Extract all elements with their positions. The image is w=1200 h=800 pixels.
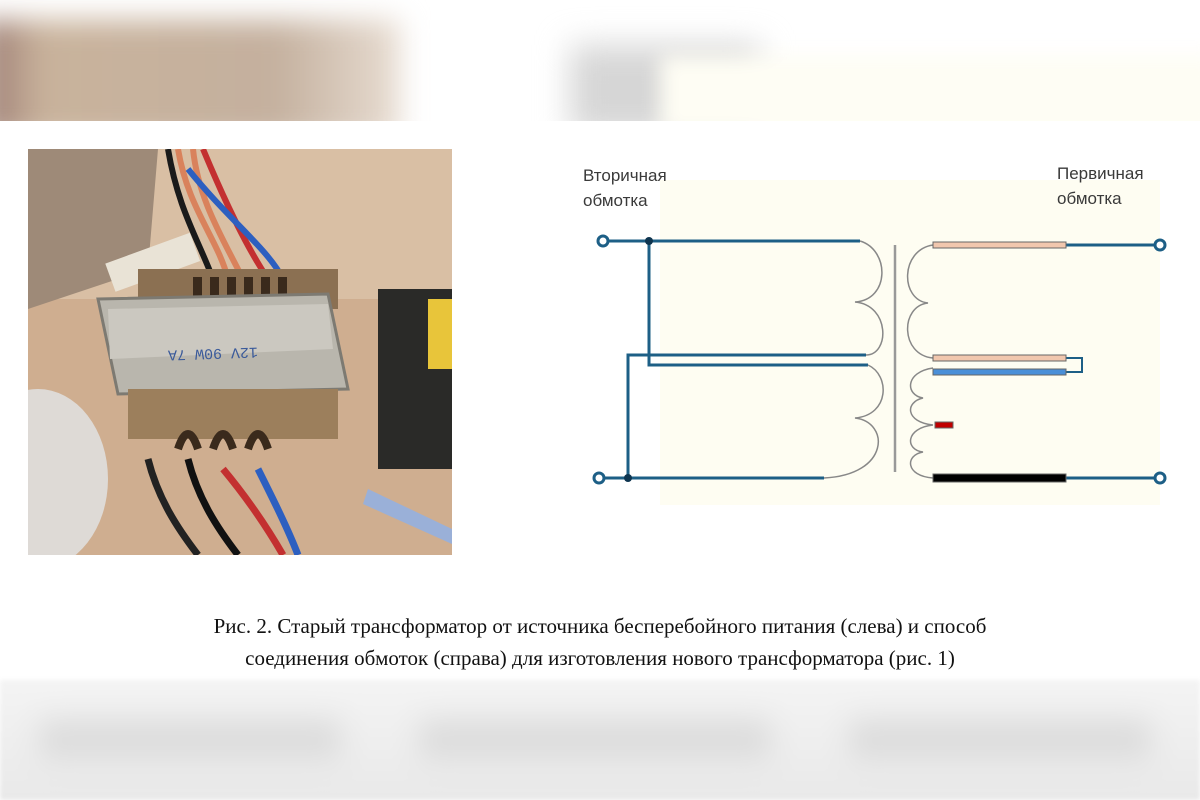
- figure-caption: Рис. 2. Старый трансформатор от источник…: [0, 610, 1200, 674]
- label-line: обмотка: [1057, 189, 1122, 208]
- lead-peach-middle: [932, 354, 1067, 362]
- winding-connection-diagram: Вторичная обмотка Первичная обмотка: [560, 140, 1200, 520]
- lead-blue: [932, 368, 1067, 376]
- blurred-bottom-background: [0, 680, 1200, 800]
- terminal-secondary-bottom: [592, 471, 606, 485]
- terminal-primary-bottom: [1153, 471, 1167, 485]
- secondary-winding-label: Вторичная обмотка: [583, 163, 667, 213]
- terminals: [592, 234, 1167, 485]
- coils: [823, 240, 934, 479]
- transformer-label: 12V 90W 7A: [168, 343, 259, 363]
- lead-red: [934, 421, 954, 429]
- label-line: Первичная: [1057, 164, 1144, 183]
- winding-leads: [932, 241, 1067, 483]
- label-line: Вторичная: [583, 166, 667, 185]
- terminal-primary-top: [1153, 238, 1167, 252]
- lead-black: [932, 473, 1067, 483]
- caption-line-1: Рис. 2. Старый трансформатор от источник…: [213, 614, 987, 638]
- lead-peach-top: [932, 241, 1067, 249]
- transformer-photo: 12V 90W 7A: [28, 149, 452, 555]
- caption-line-2: соединения обмоток (справа) для изготовл…: [245, 646, 955, 670]
- terminal-secondary-top: [596, 234, 610, 248]
- secondary-wiring: [604, 239, 1155, 480]
- primary-winding-label: Первичная обмотка: [1057, 161, 1144, 211]
- label-line: обмотка: [583, 191, 648, 210]
- blurred-top-background: [0, 0, 1200, 121]
